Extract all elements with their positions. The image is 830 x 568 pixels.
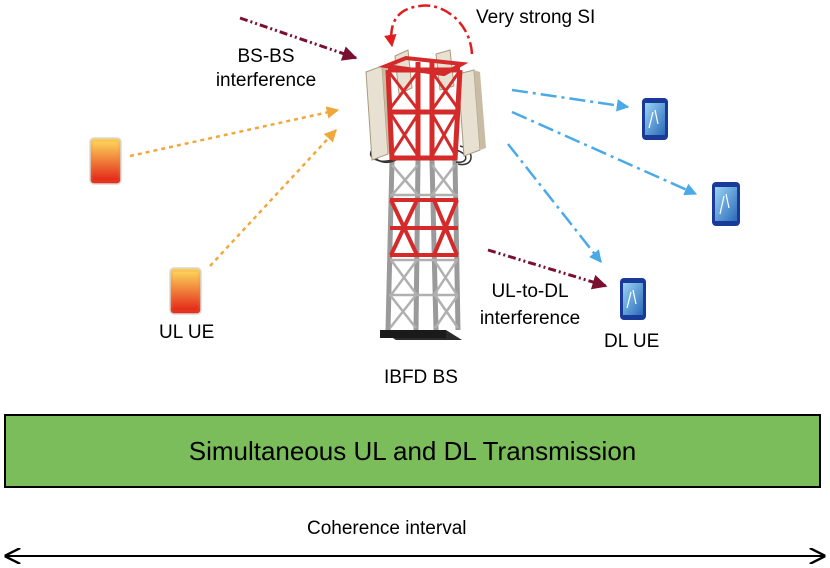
dl-arrow-1 — [511, 88, 630, 112]
ul-phone-icon — [169, 267, 202, 315]
ul-to-dl-interference-label-line2: interference — [479, 308, 581, 329]
very-strong-si-label: Very strong SI — [476, 7, 596, 28]
dl-phone-icon — [642, 98, 668, 140]
coherence-interval-label: Coherence interval — [307, 518, 467, 539]
dl-ue-label: DL UE — [604, 331, 660, 352]
ul-phone-icon — [89, 137, 122, 185]
bs-bs-interference-label-line2: interference — [215, 70, 317, 91]
dl-arrow-2 — [511, 110, 698, 196]
ibfd-bs-label: IBFD BS — [384, 367, 458, 388]
ul-ue-label: UL UE — [159, 322, 215, 343]
transmission-bar: Simultaneous UL and DL Transmission — [4, 414, 821, 488]
dl-arrow-3 — [507, 143, 602, 263]
bs-bs-interference-label-line1: BS-BS — [237, 46, 295, 67]
dl-phone-icon — [620, 278, 646, 320]
si-arrow — [384, 4, 474, 55]
transmission-label: Simultaneous UL and DL Transmission — [188, 435, 637, 466]
base-station-tower-icon — [365, 49, 486, 340]
dl-phone-icon — [712, 182, 740, 226]
ul-to-dl-interference-label-line1: UL-to-DL — [491, 281, 569, 302]
ul-arrow-1 — [129, 106, 340, 158]
ul-arrow-2 — [209, 129, 337, 267]
